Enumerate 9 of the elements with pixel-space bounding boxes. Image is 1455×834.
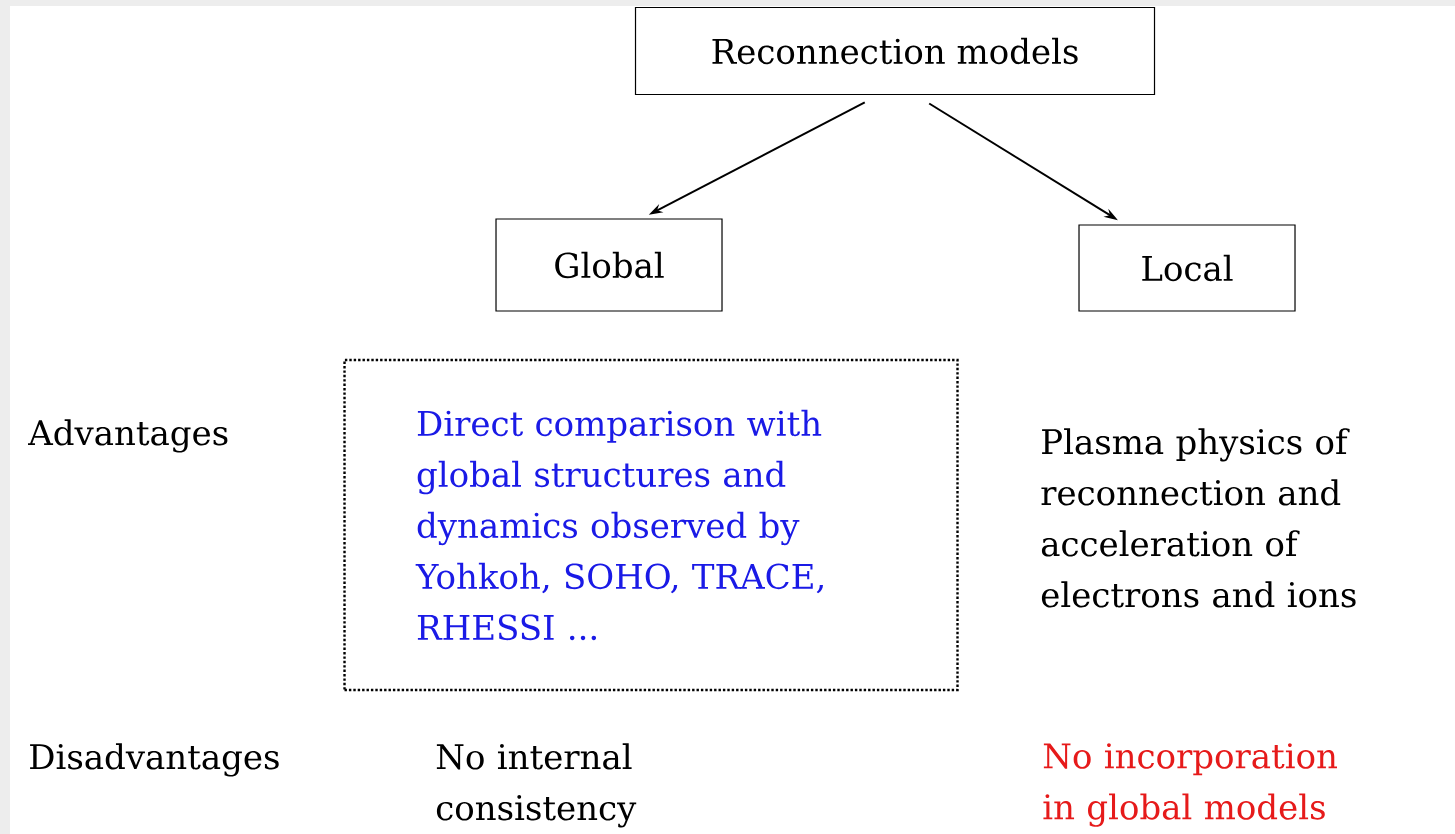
model-box: Global xyxy=(495,218,723,312)
model-box: Local xyxy=(1078,224,1296,312)
text-label: Advantages xyxy=(28,419,228,453)
text-label: No internal consistency xyxy=(436,743,637,828)
text-label: Disadvantages xyxy=(30,743,279,777)
model-box: Reconnection models xyxy=(634,6,1156,96)
dotted-box: Direct comparison with global structures and dynamics observed by Yohkoh, SOHO, TRACE, RHESSI ... xyxy=(343,358,959,692)
text-label: Plasma physics of reconnection and acceleration of electrons and ions xyxy=(1041,428,1356,608)
text-label: No incorporation in global models xyxy=(1043,743,1337,827)
